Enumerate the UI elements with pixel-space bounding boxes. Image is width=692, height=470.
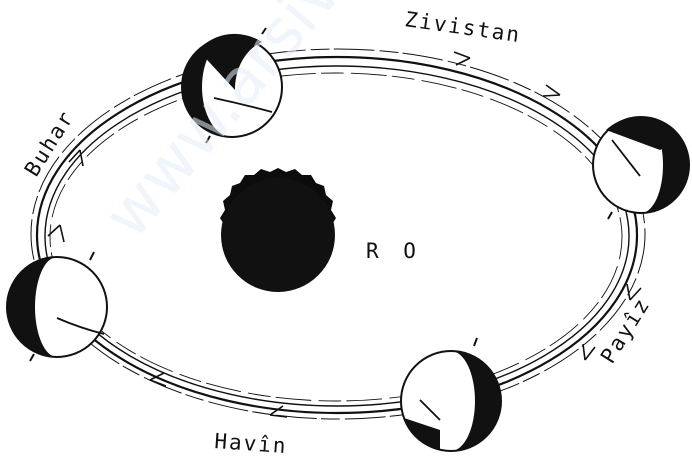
season-label-winter: Zivistan <box>403 7 522 47</box>
earth-position-summer <box>401 338 501 451</box>
season-label-summer: Havîn <box>214 429 289 458</box>
earth-position-winter <box>182 28 282 143</box>
orbit-direction-arrows <box>48 52 641 417</box>
sun-label: R O <box>366 239 422 263</box>
orbit-path <box>31 49 645 419</box>
sun-icon <box>220 168 336 292</box>
arrow-icon <box>543 85 560 96</box>
arrow-icon <box>583 344 595 360</box>
earth-position-autumn <box>593 117 689 219</box>
arrow-icon <box>270 406 287 417</box>
